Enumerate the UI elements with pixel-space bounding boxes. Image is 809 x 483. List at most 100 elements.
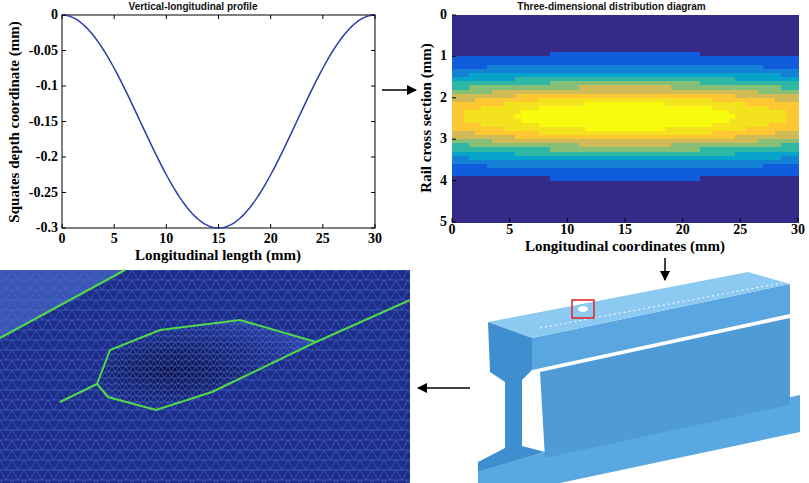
heat-cell <box>625 131 631 136</box>
heat-cell <box>608 19 614 24</box>
heat-cell <box>550 73 556 78</box>
heat-cell <box>544 85 550 90</box>
heat-cell <box>573 152 579 157</box>
heat-cell <box>481 27 487 32</box>
heat-cell <box>487 81 493 86</box>
heat-cell <box>539 65 545 70</box>
heat-cell <box>585 131 591 136</box>
heat-cell <box>671 210 677 215</box>
heat-cell <box>475 176 481 181</box>
heat-cell <box>579 69 585 74</box>
heat-cell <box>515 127 521 132</box>
heat-cell <box>510 32 516 37</box>
heat-cell <box>637 119 643 124</box>
heat-cell <box>521 135 527 140</box>
heat-cell <box>608 61 614 66</box>
heat-cell <box>585 176 591 181</box>
heat-cell <box>654 168 660 173</box>
heat-cell <box>608 123 614 128</box>
heat-cell <box>602 98 608 103</box>
heat-cell <box>539 73 545 78</box>
heat-cell <box>671 205 677 210</box>
heat-cell <box>515 135 521 140</box>
heat-cell <box>573 123 579 128</box>
heat-cell <box>648 156 654 161</box>
heat-cell <box>452 193 458 198</box>
heat-cell <box>504 48 510 53</box>
heat-cell <box>648 23 654 28</box>
heat-cell <box>492 106 498 111</box>
heat-cell <box>533 143 539 148</box>
heat-cell <box>585 135 591 140</box>
heat-cell <box>654 210 660 215</box>
heat-cell <box>475 185 481 190</box>
heat-cell <box>481 156 487 161</box>
heat-cell <box>637 32 643 37</box>
heat-cell <box>579 65 585 70</box>
heat-cell <box>533 98 539 103</box>
heat-cell <box>550 197 556 202</box>
heat-cell <box>469 152 475 157</box>
heat-cell <box>533 110 539 115</box>
heat-cell <box>602 114 608 119</box>
heat-cell <box>562 218 568 223</box>
heat-cell <box>625 65 631 70</box>
heat-cell <box>579 160 585 165</box>
heat-cell <box>539 181 545 186</box>
heat-cell <box>671 81 677 86</box>
heat-cell <box>637 36 643 41</box>
heat-cell <box>481 40 487 45</box>
heat-cell <box>642 56 648 61</box>
heat-cell <box>573 19 579 24</box>
heat-cell <box>596 61 602 66</box>
heat-cell <box>521 61 527 66</box>
heat-cell <box>527 98 533 103</box>
heat-cell <box>533 131 539 136</box>
heat-cell <box>452 110 458 115</box>
heat-cell <box>654 214 660 219</box>
heat-cell <box>585 210 591 215</box>
heat-cell <box>510 106 516 111</box>
heat-cell <box>625 123 631 128</box>
heat-cell <box>521 131 527 136</box>
heat-cell <box>619 40 625 45</box>
heat-cell <box>642 147 648 152</box>
heat-cell <box>510 77 516 82</box>
heat-cell <box>567 77 573 82</box>
heat-cell <box>452 147 458 152</box>
heat-cell <box>585 143 591 148</box>
heat-cell <box>625 201 631 206</box>
heat-cell <box>544 214 550 219</box>
heat-cell <box>579 52 585 57</box>
heat-cell <box>596 94 602 99</box>
heat-cell <box>671 85 677 90</box>
heat-cell <box>567 52 573 57</box>
heat-cell <box>475 214 481 219</box>
heat-cell <box>498 172 504 177</box>
heat-cell <box>521 81 527 86</box>
heat-cell <box>498 131 504 136</box>
heat-cell <box>567 69 573 74</box>
heat-cell <box>648 85 654 90</box>
heat-cell <box>625 197 631 202</box>
heat-cell <box>521 160 527 165</box>
heat-cell <box>585 65 591 70</box>
heat-cell <box>510 94 516 99</box>
heat-cell <box>579 23 585 28</box>
heat-cell <box>464 197 470 202</box>
heat-cell <box>596 139 602 144</box>
heat-cell <box>515 102 521 107</box>
heat-cell <box>625 176 631 181</box>
heat-cell <box>550 36 556 41</box>
heat-cell <box>550 27 556 32</box>
heat-cell <box>515 160 521 165</box>
heat-cell <box>562 131 568 136</box>
heat-cell <box>539 106 545 111</box>
heat-cell <box>539 147 545 152</box>
heat-cell <box>504 56 510 61</box>
heat-cell <box>527 193 533 198</box>
heat-cell <box>452 85 458 90</box>
heat-cell <box>464 56 470 61</box>
heat-cell <box>539 40 545 45</box>
heat-cell <box>527 36 533 41</box>
